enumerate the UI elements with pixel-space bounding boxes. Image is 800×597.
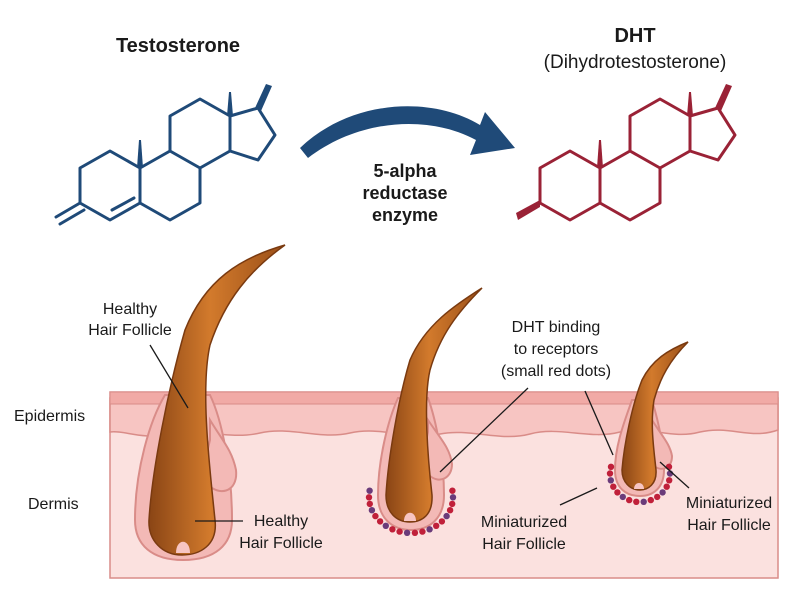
healthy-top-label-line-2: Hair Follicle xyxy=(88,322,172,339)
enzyme-label-line-3: enzyme xyxy=(372,205,438,225)
receptor-dot xyxy=(449,494,457,501)
healthy-follicle xyxy=(133,244,286,562)
receptor-dot xyxy=(382,522,389,529)
dht-binding-label-line-2: to receptors xyxy=(514,341,598,358)
receptor-dot xyxy=(626,496,633,504)
receptor-dot xyxy=(403,529,411,536)
receptor-dot xyxy=(647,496,654,504)
receptor-dot xyxy=(433,522,440,529)
receptor-dot xyxy=(366,500,373,508)
receptor-dot xyxy=(376,518,384,525)
receptor-dot xyxy=(368,507,376,514)
receptor-dot xyxy=(396,528,403,535)
mini-middle-label-line-1: Miniaturized xyxy=(481,514,567,531)
mini-right-label-line-2: Hair Follicle xyxy=(687,517,771,534)
receptor-dot xyxy=(665,463,673,470)
receptor-dots-middle xyxy=(365,487,457,536)
mini-middle-label-line-2: Hair Follicle xyxy=(482,536,566,553)
receptor-dot xyxy=(365,494,373,501)
testosterone-molecule xyxy=(54,97,277,226)
receptor-dot xyxy=(610,483,617,490)
receptor-dot xyxy=(438,518,446,525)
dht-label: DHT xyxy=(614,25,655,47)
receptor-dot xyxy=(411,529,419,536)
receptor-dot xyxy=(663,483,670,490)
enzyme-label-line-2: reductase xyxy=(362,183,447,203)
receptor-dot xyxy=(614,489,621,496)
mini-right-label-line-1: Miniaturized xyxy=(686,495,772,512)
receptor-dot xyxy=(389,526,396,533)
receptor-dot xyxy=(449,500,456,508)
receptor-dot xyxy=(426,526,433,533)
conversion-arrow xyxy=(300,106,515,158)
dht-binding-label-line-3: (small red dots) xyxy=(501,363,611,380)
skin-surface xyxy=(109,391,779,405)
receptor-dot xyxy=(419,528,426,535)
receptor-dot xyxy=(366,487,373,494)
dht-methyl-wedges xyxy=(516,84,732,220)
receptor-dot xyxy=(607,463,615,470)
epidermis-label: Epidermis xyxy=(14,408,85,425)
receptor-dot xyxy=(606,470,614,477)
receptor-dot xyxy=(633,498,640,505)
receptor-dot xyxy=(666,477,673,484)
enzyme-label-line-1: 5-alpha xyxy=(373,161,437,181)
healthy-top-label-line-1: Healthy xyxy=(103,301,157,318)
middle-follicle xyxy=(376,287,483,532)
dht-molecule xyxy=(538,97,737,222)
receptor-dot xyxy=(659,489,666,496)
receptor-dot xyxy=(446,507,454,514)
receptor-dot xyxy=(640,498,647,505)
healthy-bottom-label-line-2: Hair Follicle xyxy=(239,535,323,552)
receptor-dot xyxy=(449,487,456,494)
receptor-dot xyxy=(654,493,661,501)
receptor-dot xyxy=(443,512,450,520)
healthy-bottom-label-line-1: Healthy xyxy=(254,513,308,530)
dht-full-name: (Dihydrotestosterone) xyxy=(544,52,727,73)
testosterone-label: Testosterone xyxy=(116,35,240,57)
leader-lines xyxy=(149,344,690,522)
right-follicle xyxy=(613,341,689,498)
receptor-dot xyxy=(607,477,614,484)
dht-binding-label-line-1: DHT binding xyxy=(512,319,601,336)
receptor-dot xyxy=(619,493,626,501)
receptor-dot xyxy=(372,512,379,520)
testosterone-methyl-wedges xyxy=(137,84,272,168)
dermis-label: Dermis xyxy=(28,496,79,513)
